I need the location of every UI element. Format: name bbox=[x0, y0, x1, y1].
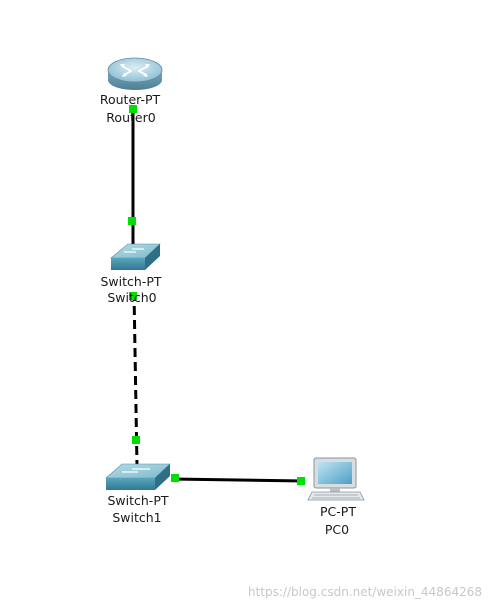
link-light-switch1-up bbox=[132, 436, 140, 444]
link-light-switch0-up bbox=[128, 217, 136, 225]
link-light-switch1-right bbox=[171, 474, 179, 482]
switch1-name-label: Switch1 bbox=[112, 510, 161, 525]
pc0-model-label: PC-PT bbox=[320, 504, 356, 519]
watermark-text: https://blog.csdn.net/weixin_44864268 bbox=[248, 585, 482, 599]
switch0-name-label: Switch0 bbox=[107, 290, 156, 305]
switch-icon bbox=[110, 243, 161, 270]
device-switch0[interactable]: Switch-PT Switch0 bbox=[100, 243, 162, 305]
switch0-model-label: Switch-PT bbox=[100, 274, 161, 289]
router-icon bbox=[107, 57, 163, 90]
link-switch1-pc0[interactable] bbox=[171, 477, 305, 483]
router0-name-label: Router0 bbox=[106, 110, 155, 125]
device-router0[interactable]: Router-PT Router0 bbox=[100, 57, 163, 125]
link-status-lights bbox=[128, 105, 305, 485]
link-light-switch0-down bbox=[129, 292, 137, 300]
switch-icon bbox=[105, 463, 171, 490]
pc0-name-label: PC0 bbox=[325, 522, 349, 537]
router0-model-label: Router-PT bbox=[100, 92, 161, 107]
link-light-pc0 bbox=[297, 477, 305, 485]
link-light-router0 bbox=[129, 105, 137, 113]
pc-icon bbox=[307, 457, 365, 501]
switch1-model-label: Switch-PT bbox=[107, 493, 168, 508]
links bbox=[131, 110, 305, 483]
device-switch1[interactable]: Switch-PT Switch1 bbox=[105, 463, 171, 525]
device-pc0[interactable]: PC-PT PC0 bbox=[307, 457, 365, 537]
